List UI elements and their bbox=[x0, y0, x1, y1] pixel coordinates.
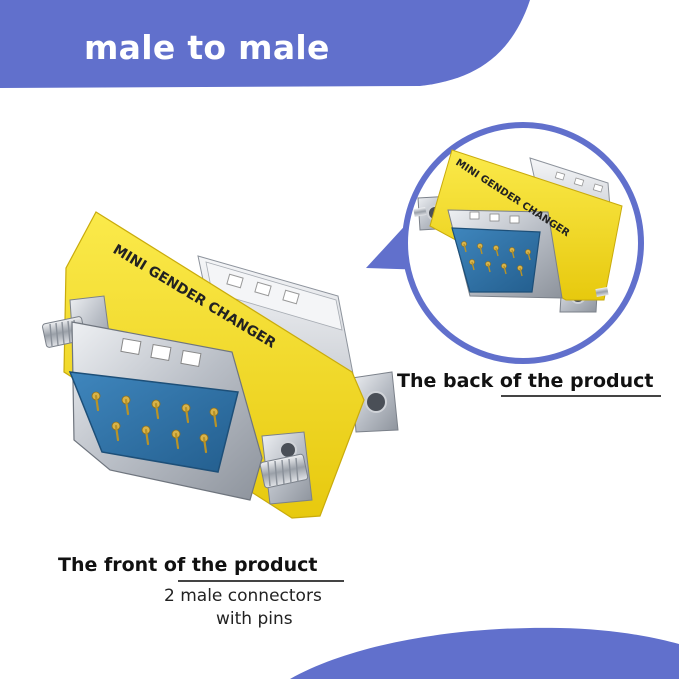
right-thumb-screw bbox=[259, 453, 309, 489]
db9-gender-changer-front: MINI GENDER CHANGER bbox=[42, 211, 399, 519]
db9-gender-changer-back: MINI GENDER CHANGER bbox=[413, 149, 623, 313]
front-caption-underline bbox=[178, 580, 344, 582]
front-sub-line-2: with pins bbox=[216, 609, 293, 629]
bottom-accent-shape bbox=[290, 627, 679, 679]
headline-banner bbox=[0, 0, 530, 88]
front-sub-line-1: 2 male connectors bbox=[164, 586, 322, 606]
back-caption-underline bbox=[501, 395, 661, 397]
front-caption: The front of the product bbox=[58, 554, 318, 576]
back-view-inset: MINI GENDER CHANGER bbox=[366, 122, 644, 364]
back-caption: The back of the product bbox=[397, 370, 654, 392]
headline-text: male to male bbox=[84, 28, 330, 67]
